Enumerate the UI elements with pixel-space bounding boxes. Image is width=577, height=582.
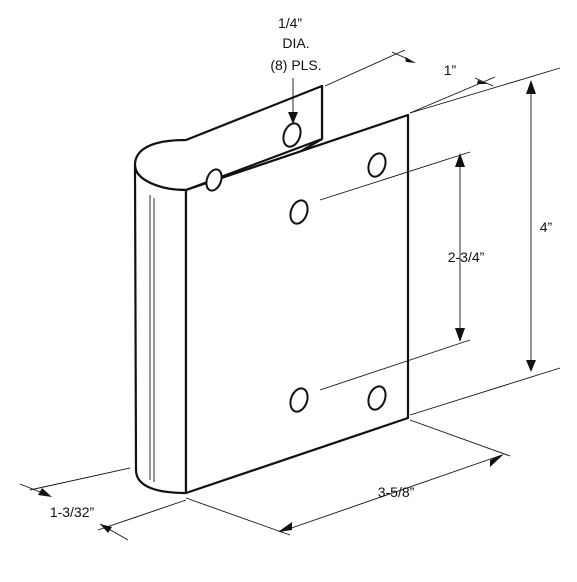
dim-1in-line-b <box>474 77 494 87</box>
hole-top-right <box>367 152 387 178</box>
dim-depth-arrow-a <box>38 488 52 497</box>
hole-bottom-left <box>289 387 309 413</box>
ext-height-bottom <box>409 367 561 416</box>
curved-front-face <box>133 163 188 495</box>
ext-width-right <box>409 419 511 457</box>
ext-depth-left <box>29 467 131 491</box>
dim-spacing-arrow-top <box>455 153 465 167</box>
dim-width-line <box>279 454 503 533</box>
callout-line-1: 1/4” <box>278 15 302 31</box>
ext-holes-bottom <box>319 339 471 391</box>
hole-flange-top <box>282 122 302 148</box>
ext-width-left <box>185 497 291 536</box>
ext-height-top <box>409 67 561 114</box>
dim-depth-label: 1-3/32” <box>50 504 95 520</box>
hole-bottom-right <box>367 385 387 411</box>
dim-width-arrow-left <box>278 522 292 532</box>
callout-line-2: DIA. <box>282 35 309 51</box>
dim-width-label: 3-5/8” <box>378 484 415 500</box>
callout-line-3: (8) PLS. <box>270 57 321 73</box>
hole-flange-left <box>205 168 223 192</box>
dim-1in-arrow-b <box>477 80 487 84</box>
hole-top-left <box>289 199 309 225</box>
ext-depth-right <box>97 499 187 531</box>
dim-width-arrow-right <box>490 454 504 467</box>
dim-1in-arrow-a <box>405 57 416 63</box>
dim-4in-label: 4” <box>540 219 553 235</box>
dim-spacing-label: 2-3/4” <box>448 249 485 265</box>
dim-spacing-arrow-bottom <box>455 328 465 342</box>
dim-4in-arrow-top <box>526 80 536 94</box>
dim-4in-arrow-bottom <box>526 360 536 372</box>
ext-flange-top <box>324 49 406 87</box>
ext-holes-top <box>319 151 471 201</box>
dim-depth-arrow-b <box>100 524 112 533</box>
dim-1in-label: 1” <box>444 62 457 78</box>
callout-arrowhead <box>288 112 298 124</box>
